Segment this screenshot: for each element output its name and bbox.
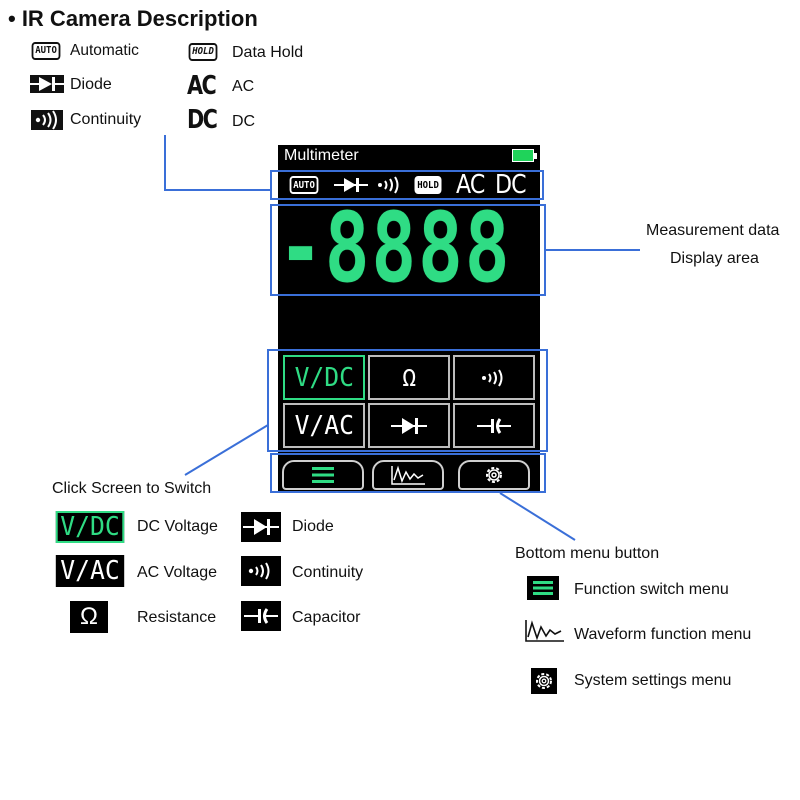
- resistance-label: Resistance: [137, 609, 217, 626]
- status-hold: HOLD: [414, 176, 442, 194]
- waveform-icon: [391, 465, 425, 485]
- system-settings-label: System settings menu: [574, 672, 732, 689]
- gear-icon: [486, 467, 502, 483]
- vdc-legend-icon: V/DC: [55, 511, 125, 543]
- menu-icon: [312, 467, 334, 483]
- hold-badge-icon: HOLD: [188, 43, 218, 61]
- vdc-label: V/DC: [294, 362, 354, 393]
- data-hold-label: Data Hold: [232, 44, 304, 61]
- status-dc: DC: [495, 170, 527, 200]
- status-bar: [270, 170, 544, 200]
- status-auto: AUTO: [289, 176, 319, 194]
- status-continuity-icon: [374, 176, 406, 194]
- vac-label: V/AC: [294, 410, 354, 441]
- capacitor-icon: [477, 417, 511, 434]
- measurement-value: -8888: [278, 192, 512, 304]
- diode-icon: [30, 75, 64, 93]
- continuity-icon: [31, 110, 63, 130]
- function-capacitor-button[interactable]: [453, 403, 535, 448]
- status-diode-icon: [334, 177, 368, 193]
- battery-icon: [512, 149, 534, 162]
- battery-tip: [534, 153, 537, 159]
- device-title: Multimeter: [284, 147, 359, 164]
- dc-voltage-label: DC Voltage: [137, 518, 218, 535]
- bottom-menu-frame: [270, 453, 546, 493]
- status-ac: AC: [456, 170, 485, 200]
- waveform-function-label: Waveform function menu: [574, 626, 752, 643]
- measurement-annotation-line2: Display area: [670, 250, 759, 267]
- resistance-icon: Ω: [402, 363, 416, 392]
- function-resistance-button[interactable]: Ω: [368, 355, 450, 400]
- ac-voltage-label: AC Voltage: [137, 564, 218, 581]
- diode-icon: [391, 417, 427, 434]
- dc-label: DC: [232, 113, 256, 130]
- ac-label: AC: [232, 78, 255, 95]
- waveform-menu-tab[interactable]: [372, 460, 444, 490]
- diode-label: Diode: [70, 76, 112, 93]
- measurement-annotation-line1: Measurement data: [646, 222, 780, 239]
- function-menu-tab[interactable]: [282, 460, 364, 490]
- function-grid-frame: [267, 349, 548, 452]
- function-vdc-button[interactable]: V/DC: [283, 355, 365, 400]
- settings-legend-icon: [531, 668, 557, 694]
- continuity-legend-label: Continuity: [292, 564, 364, 581]
- continuity-label: Continuity: [70, 111, 142, 128]
- waveform-legend-icon: [522, 618, 566, 644]
- function-diode-button[interactable]: [368, 403, 450, 448]
- click-screen-annotation: Click Screen to Switch: [52, 480, 212, 497]
- resistance-legend-icon: Ω: [70, 601, 108, 633]
- settings-menu-tab[interactable]: [458, 460, 530, 490]
- ac-badge-icon: AC: [187, 71, 217, 101]
- diode-legend-label: Diode: [292, 518, 334, 535]
- diode-legend-icon: [241, 512, 281, 542]
- automatic-label: Automatic: [70, 42, 139, 59]
- bottom-menu-annotation: Bottom menu button: [515, 545, 660, 562]
- auto-badge-icon: AUTO: [31, 42, 61, 60]
- page-title: • IR Camera Description: [8, 6, 258, 31]
- function-continuity-button[interactable]: [453, 355, 535, 400]
- continuity-icon: [482, 368, 503, 387]
- measurement-display-frame: [270, 204, 546, 296]
- continuity-legend-icon: [241, 556, 281, 586]
- function-switch-label: Function switch menu: [574, 581, 729, 598]
- function-vac-button[interactable]: V/AC: [283, 403, 365, 448]
- vac-legend-icon: V/AC: [55, 555, 125, 587]
- function-switch-legend-icon: [527, 576, 559, 600]
- capacitor-legend-label: Capacitor: [292, 609, 361, 626]
- dc-badge-icon: DC: [187, 105, 218, 135]
- capacitor-legend-icon: [241, 601, 281, 631]
